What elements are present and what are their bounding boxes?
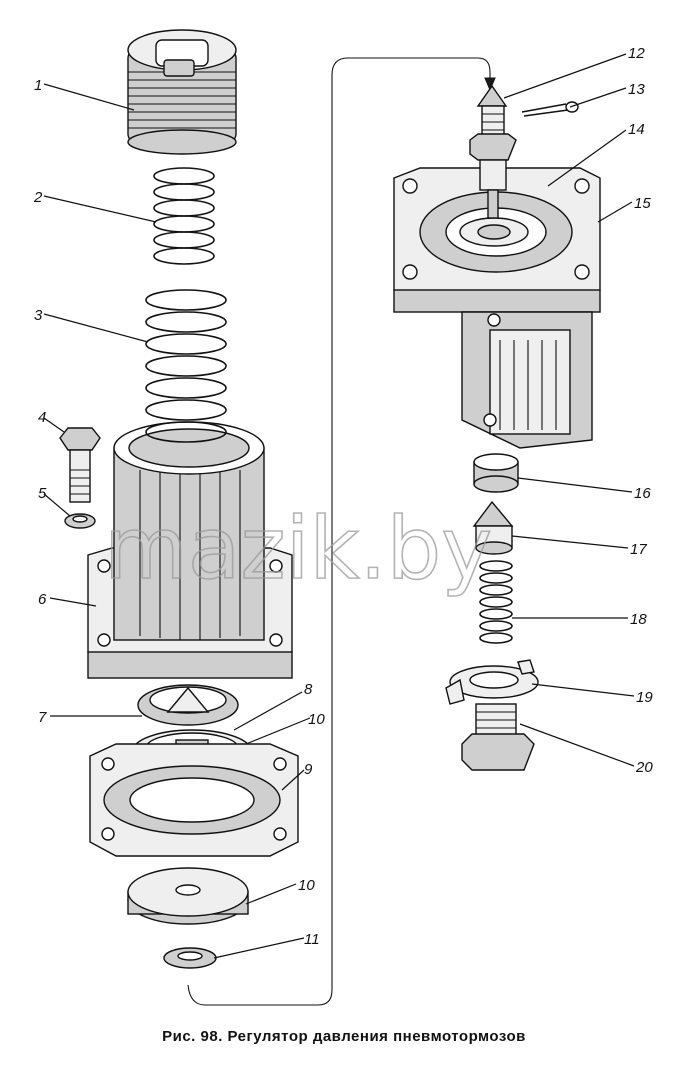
part-12-valve-stem xyxy=(469,84,517,219)
part-10-disc xyxy=(127,867,249,925)
label-part-8: 8 xyxy=(304,681,313,698)
label-part-19: 19 xyxy=(636,689,653,706)
label-part-9: 9 xyxy=(304,761,313,778)
part-16-bushing xyxy=(473,453,519,493)
label-part-2: 2 xyxy=(33,189,43,206)
connection-path xyxy=(187,57,491,1006)
label-part-15: 15 xyxy=(634,195,651,212)
label-part-3: 3 xyxy=(34,307,43,324)
leader-lines xyxy=(43,53,635,959)
part-17-valve xyxy=(472,500,514,555)
label-part-18: 18 xyxy=(630,611,647,628)
part-14-seat xyxy=(459,217,529,247)
label-part-16: 16 xyxy=(634,485,651,502)
part-2-small-spring xyxy=(153,167,215,265)
label-part-14: 14 xyxy=(628,121,645,138)
part-1-threaded-cap xyxy=(127,29,237,155)
label-part-10-upper: 10 xyxy=(308,711,325,728)
part-13-cotter-pin xyxy=(521,101,579,117)
part-9-diaphragm xyxy=(89,743,299,857)
part-11-washer xyxy=(163,947,217,969)
part-19-tab-washer xyxy=(445,659,539,705)
label-part-1: 1 xyxy=(34,77,42,94)
part-20-plug xyxy=(461,703,535,771)
label-part-6: 6 xyxy=(38,591,47,608)
watermark-text: mazik.by xyxy=(104,499,492,599)
label-part-10-lower: 10 xyxy=(298,877,315,894)
arrow-head-icon xyxy=(484,77,496,92)
part-4-bolt xyxy=(59,427,101,503)
part-5-lock-washer xyxy=(64,513,96,529)
label-part-11: 11 xyxy=(304,931,320,948)
label-part-20: 20 xyxy=(635,759,653,776)
part-6-housing xyxy=(87,421,293,679)
label-part-17: 17 xyxy=(630,541,647,558)
figure-caption: Рис. 98. Регулятор давления пневмотормоз… xyxy=(162,1028,526,1045)
part-3-large-spring xyxy=(145,289,227,443)
part-18-spring xyxy=(479,560,513,644)
label-part-12: 12 xyxy=(628,45,645,62)
label-part-7: 7 xyxy=(38,709,47,726)
label-part-4: 4 xyxy=(38,409,46,426)
label-part-13: 13 xyxy=(628,81,645,98)
label-part-5: 5 xyxy=(38,485,47,502)
part-7-cup xyxy=(137,684,239,726)
